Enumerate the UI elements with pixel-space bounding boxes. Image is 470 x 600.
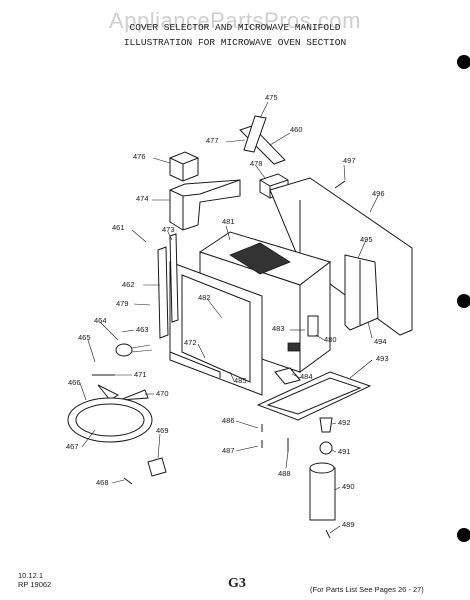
callout-label: 477 <box>206 136 219 145</box>
callout-label: 462 <box>122 280 135 289</box>
cover-bracket-part <box>169 151 199 182</box>
callout-label: 496 <box>372 189 385 198</box>
stirrer-blade-part <box>239 115 286 165</box>
callout-label: 490 <box>342 482 355 491</box>
binder-hole <box>457 528 470 542</box>
base-plate-part <box>256 371 372 421</box>
callout-label: 472 <box>184 338 197 347</box>
callout-label: 491 <box>338 447 351 456</box>
callout-label: 460 <box>290 125 303 134</box>
callout-label: 488 <box>278 469 291 478</box>
callout-label: 497 <box>343 156 356 165</box>
callout-label: 483 <box>272 324 285 333</box>
callout-label: 487 <box>222 446 235 455</box>
callout-label: 463 <box>136 325 149 334</box>
lamp-part <box>319 417 333 455</box>
callout-label: 474 <box>136 194 149 203</box>
base-bracket-part <box>169 351 221 378</box>
fuse-holder-part <box>287 342 301 352</box>
callout-label: 486 <box>222 416 235 425</box>
callout-label: 471 <box>134 370 147 379</box>
callout-label: 481 <box>222 217 235 226</box>
rp-code: RP 19062 <box>18 580 52 589</box>
watermark-logo: AppliancePartsPros.com <box>109 8 361 33</box>
parts-list-reference: (For Parts List See Pages 26 - 27) <box>310 585 424 594</box>
callout-label: 475 <box>265 93 278 102</box>
callout-label: 484 <box>300 372 313 381</box>
callout-label: 485 <box>234 376 247 385</box>
callout-label: 461 <box>112 223 125 232</box>
screw-part <box>334 180 346 189</box>
callout-label: 466 <box>68 378 81 387</box>
switch-part <box>307 315 319 337</box>
screw-part-468 <box>123 477 133 485</box>
screw-part-small <box>325 529 331 539</box>
callout-label: 479 <box>116 299 129 308</box>
callout-label: 465 <box>78 333 91 342</box>
callout-label: 478 <box>250 159 263 168</box>
callout-label: 489 <box>342 520 355 529</box>
callout-label: 493 <box>376 354 389 363</box>
motor-part <box>115 343 153 357</box>
side-bracket-part <box>344 254 379 331</box>
turntable-dish-part <box>67 397 153 443</box>
binder-hole <box>457 55 470 69</box>
callout-label: 468 <box>96 478 109 487</box>
callout-label: 473 <box>162 225 175 234</box>
callout-label: 464 <box>94 316 107 325</box>
side-strip-part <box>157 233 179 339</box>
callout-label: 494 <box>374 337 387 346</box>
diagram-title-line1: COVER SELECTOR AND MICROWAVE MANIFOLD <box>129 22 341 33</box>
date-code: 10.12.1 <box>18 571 44 580</box>
callout-label: 469 <box>156 426 169 435</box>
support-part <box>274 367 301 385</box>
callout-label: 480 <box>324 335 337 344</box>
callout-label: 495 <box>360 235 373 244</box>
callout-label: 467 <box>66 442 79 451</box>
callout-label: 492 <box>338 418 351 427</box>
binder-hole <box>457 294 470 308</box>
capacitor-part <box>309 462 336 521</box>
cover-plate-part <box>147 457 167 477</box>
channel-duct-part <box>169 179 241 231</box>
callout-label: 476 <box>133 152 146 161</box>
callout-label: 482 <box>198 293 211 302</box>
page-number: G3 <box>228 576 246 591</box>
leader-lines <box>79 101 379 534</box>
callout-label: 470 <box>156 389 169 398</box>
front-frame-part <box>169 261 263 396</box>
callout-labels: 475 460 477 476 478 497 474 496 481 461 … <box>66 93 389 529</box>
diagram-title-line2: ILLUSTRATION FOR MICROWAVE OVEN SECTION <box>123 37 347 48</box>
